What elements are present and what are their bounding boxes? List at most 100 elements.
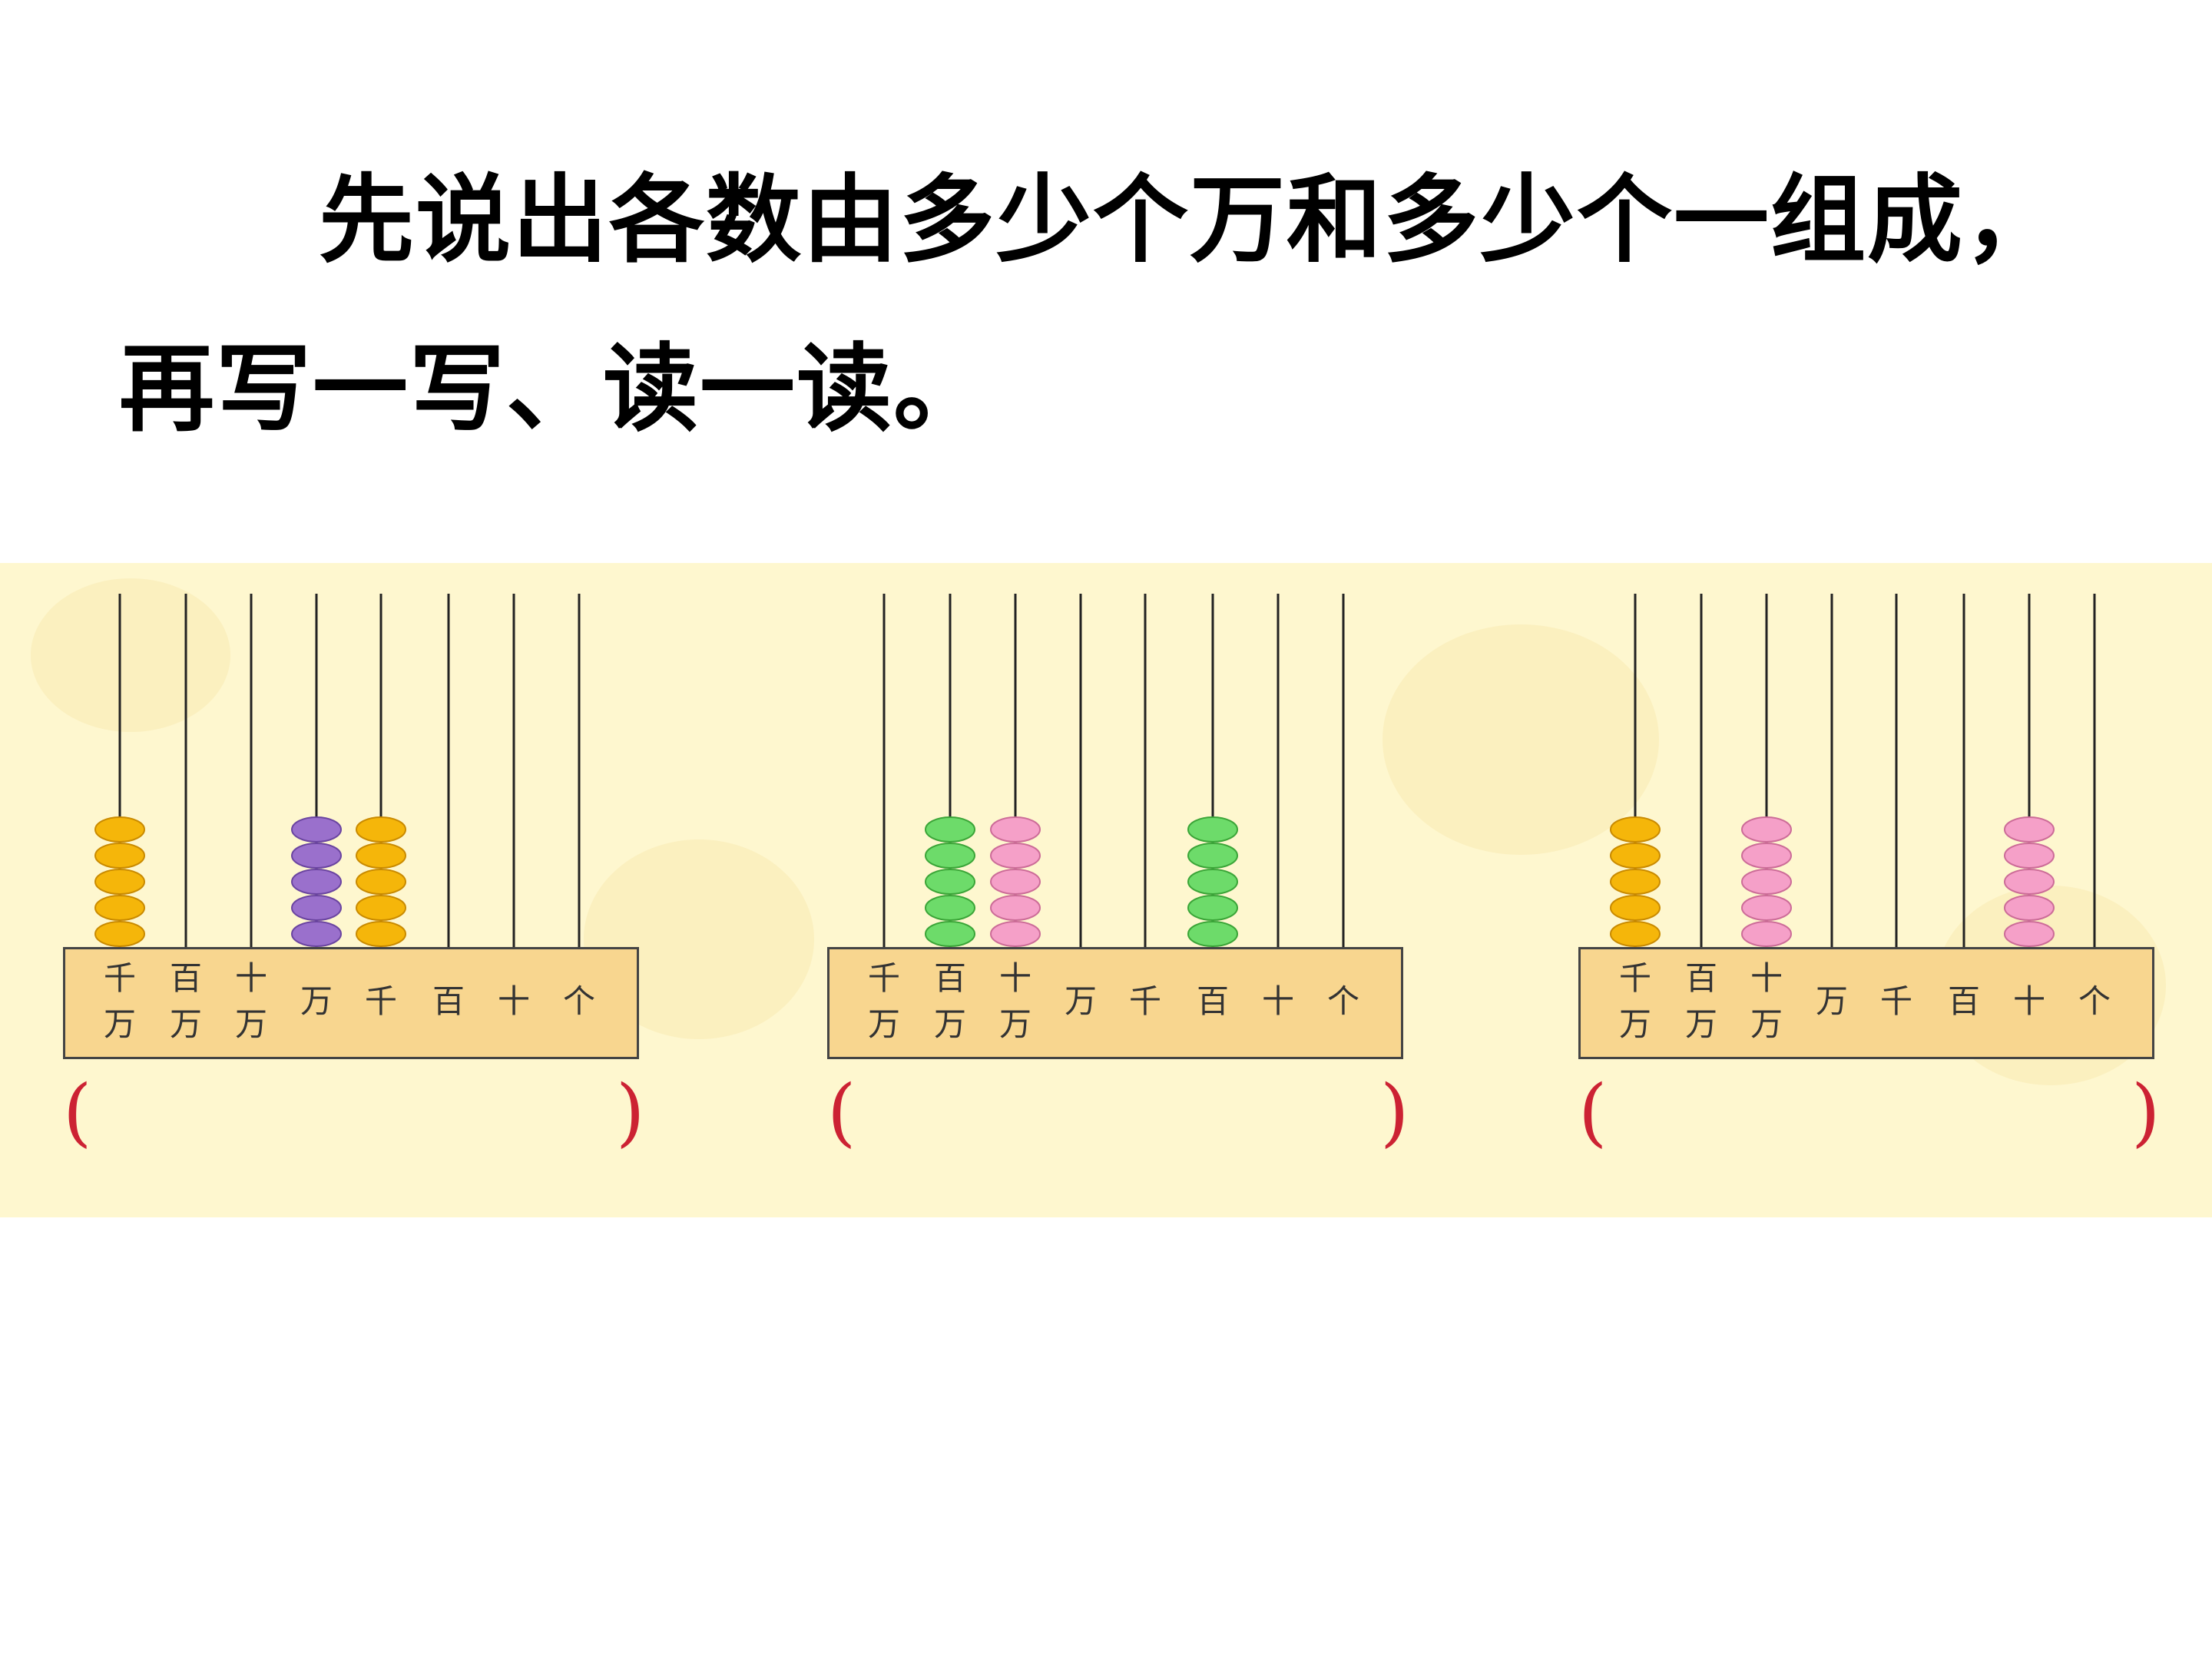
abacus-bead[interactable] — [990, 869, 1041, 895]
place-label-char: 百 — [933, 959, 966, 997]
abacus-bead[interactable] — [356, 921, 406, 947]
abacus-bead[interactable] — [94, 869, 145, 895]
place-label: 个 — [2071, 979, 2118, 1025]
instruction-line-1: 先说出各数由多少个万和多少个一组成， — [319, 164, 2061, 276]
abacus-bead[interactable] — [2004, 869, 2055, 895]
place-label: 万 — [1809, 979, 1855, 1025]
place-label-char: 万 — [1750, 1005, 1783, 1043]
place-label: 个 — [1320, 979, 1366, 1025]
abacus-3-rods — [1610, 594, 2096, 947]
place-label-char: 万 — [1618, 1005, 1651, 1043]
place-label-char: 十 — [234, 959, 267, 997]
abacus-bead[interactable] — [356, 895, 406, 921]
abacus-bead[interactable] — [1741, 895, 1792, 921]
abacus-bead[interactable] — [1741, 921, 1792, 947]
abacus-bead[interactable] — [356, 843, 406, 869]
abacus-bead[interactable] — [990, 816, 1041, 843]
abacus-2-open-paren: ( — [827, 1069, 856, 1155]
abacus-bead[interactable] — [94, 895, 145, 921]
place-label-char: 千 — [364, 982, 397, 1020]
abacus-bead[interactable] — [990, 895, 1041, 921]
abacus-bead[interactable] — [925, 895, 975, 921]
abacus-bead[interactable] — [990, 921, 1041, 947]
place-label: 万 — [1058, 979, 1104, 1025]
abacus-bead[interactable] — [356, 869, 406, 895]
place-label-char: 千 — [1128, 982, 1161, 1020]
place-label-char: 十 — [2012, 982, 2045, 1020]
place-label-char: 十 — [998, 959, 1031, 997]
abacus-bead[interactable] — [2004, 895, 2055, 921]
abacus-bead[interactable] — [291, 843, 342, 869]
place-label: 十 — [2006, 979, 2052, 1025]
place-label-char: 万 — [234, 1005, 267, 1043]
abacus-bead[interactable] — [2004, 816, 2055, 843]
abacus-2-place-base: 千万百万十万万千百十个 — [827, 947, 1403, 1059]
place-label: 千 — [1873, 979, 1919, 1025]
abacus-bead[interactable] — [1187, 895, 1238, 921]
abacus-bead[interactable] — [1187, 921, 1238, 947]
place-label: 十万 — [992, 955, 1038, 1048]
abacus-bead[interactable] — [1187, 869, 1238, 895]
place-label: 千 — [358, 979, 404, 1025]
abacus-bead[interactable] — [1741, 843, 1792, 869]
place-label: 十 — [1255, 979, 1301, 1025]
abacus-bead[interactable] — [1610, 895, 1661, 921]
abacus-bead[interactable] — [925, 816, 975, 843]
abacus-1-close-paren: ) — [616, 1069, 645, 1155]
abacus-bead[interactable] — [94, 843, 145, 869]
place-label-char: 千 — [103, 959, 136, 997]
place-label-char: 百 — [1947, 982, 1980, 1020]
place-label-char: 个 — [562, 982, 595, 1020]
abacus-bead[interactable] — [1610, 843, 1661, 869]
place-label-char: 百 — [432, 982, 465, 1020]
abacus-bead[interactable] — [1741, 869, 1792, 895]
abacus-bead[interactable] — [291, 895, 342, 921]
abacus-bead[interactable] — [1610, 869, 1661, 895]
place-label: 百万 — [163, 955, 209, 1048]
abacus-3-open-paren: ( — [1578, 1069, 1608, 1155]
abacus-board: 千万百万十万万千百十个 ( ) 千万百万十万万千百十个 ( ) 千万百万十万万千… — [0, 563, 2212, 1217]
place-label: 十万 — [1743, 955, 1790, 1048]
place-label: 百 — [426, 979, 472, 1025]
board-decoration — [1382, 624, 1659, 855]
place-label: 百万 — [927, 955, 973, 1048]
place-label-char: 万 — [169, 1005, 202, 1043]
abacus-1-place-base: 千万百万十万万千百十个 — [63, 947, 639, 1059]
place-label-char: 个 — [2078, 982, 2111, 1020]
abacus-1-open-paren: ( — [63, 1069, 92, 1155]
abacus-3-close-paren: ) — [2131, 1069, 2161, 1155]
abacus-bead[interactable] — [1610, 921, 1661, 947]
place-label: 百 — [1941, 979, 1987, 1025]
abacus-bead[interactable] — [1610, 816, 1661, 843]
abacus-bead[interactable] — [925, 843, 975, 869]
instruction-line-2: 再写一写、读一读。 — [119, 333, 991, 445]
place-label-char: 万 — [1815, 982, 1848, 1020]
abacus-2-rods — [882, 594, 1345, 947]
place-label-char: 十 — [497, 982, 530, 1020]
abacus-bead[interactable] — [990, 843, 1041, 869]
abacus-bead[interactable] — [1187, 816, 1238, 843]
place-label-char: 万 — [300, 982, 333, 1020]
abacus-bead[interactable] — [2004, 843, 2055, 869]
place-label-char: 十 — [1261, 982, 1294, 1020]
abacus-bead[interactable] — [291, 869, 342, 895]
place-label-char: 万 — [103, 1005, 136, 1043]
abacus-bead[interactable] — [1187, 843, 1238, 869]
abacus-3-place-base: 千万百万十万万千百十个 — [1578, 947, 2154, 1059]
abacus-bead[interactable] — [356, 816, 406, 843]
abacus-bead[interactable] — [94, 921, 145, 947]
place-label: 万 — [293, 979, 339, 1025]
abacus-bead[interactable] — [925, 869, 975, 895]
abacus-bead[interactable] — [925, 921, 975, 947]
abacus-bead[interactable] — [94, 816, 145, 843]
place-label: 百万 — [1678, 955, 1724, 1048]
abacus-bead[interactable] — [291, 921, 342, 947]
abacus-bead[interactable] — [291, 816, 342, 843]
abacus-bead[interactable] — [1741, 816, 1792, 843]
abacus-bead[interactable] — [2004, 921, 2055, 947]
place-label-char: 千 — [1618, 959, 1651, 997]
place-label-char: 万 — [1064, 982, 1097, 1020]
place-label: 千万 — [97, 955, 143, 1048]
place-label-char: 万 — [998, 1005, 1031, 1043]
place-label-char: 百 — [169, 959, 202, 997]
